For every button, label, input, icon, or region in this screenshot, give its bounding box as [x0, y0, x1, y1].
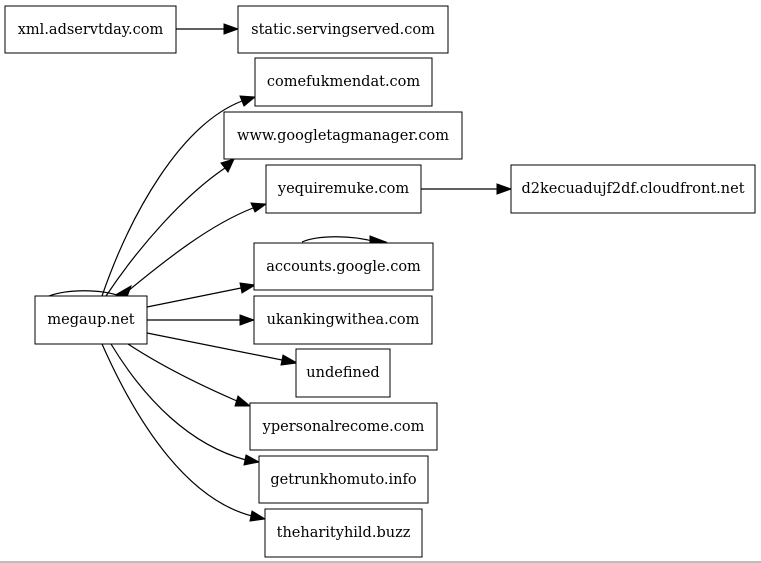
arrowhead-megaup-to-ypersonalrecome	[234, 395, 252, 407]
arrowhead-megaup-to-undefined	[280, 354, 299, 366]
arrowhead-megaup-to-yequiremuke	[250, 202, 268, 213]
node-label-megaup: megaup.net	[47, 312, 134, 328]
node-xml-adservtday: xml.adservtday.com	[4, 5, 177, 54]
arrowhead-megaup-to-ukankingwithea	[239, 314, 256, 326]
node-megaup: megaup.net	[34, 295, 148, 345]
node-getrunkhomuto: getrunkhomuto.info	[258, 455, 429, 504]
node-label-accounts-google: accounts.google.com	[266, 259, 421, 275]
node-cloudfront: d2kecuadujf2df.cloudfront.net	[510, 164, 756, 214]
node-static-servingserved: static.servingserved.com	[237, 5, 449, 54]
node-ukankingwithea: ukankingwithea.com	[253, 295, 433, 345]
node-ypersonalrecome: ypersonalrecome.com	[249, 402, 438, 451]
arrowhead-megaup-to-getrunkhomuto	[243, 454, 261, 466]
edge-accounts-self-loop	[301, 236, 377, 243]
node-undefined: undefined	[295, 348, 391, 398]
arrowhead-yequiremuke-to-cloudfront	[496, 183, 513, 195]
node-label-undefined: undefined	[306, 365, 379, 381]
edges	[48, 23, 513, 522]
node-theharityhild: theharityhild.buzz	[264, 508, 423, 558]
edge-megaup-to-getrunkhomuto	[110, 343, 247, 461]
node-label-comefukmendat: comefukmendat.com	[267, 74, 421, 90]
node-label-ukankingwithea: ukankingwithea.com	[267, 312, 420, 328]
arrowhead-megaup-to-accounts	[239, 282, 257, 294]
node-label-cloudfront: d2kecuadujf2df.cloudfront.net	[521, 181, 744, 197]
arrowhead-megaup-to-googletagmanager	[220, 158, 235, 173]
node-label-yequiremuke: yequiremuke.com	[277, 181, 409, 197]
arrowhead-megaup-to-theharityhild	[249, 510, 267, 522]
node-label-googletagmanager: www.googletagmanager.com	[237, 128, 449, 144]
node-label-static-servingserved: static.servingserved.com	[251, 22, 435, 38]
edge-megaup-to-accounts	[146, 287, 242, 308]
edge-megaup-to-theharityhild	[101, 343, 253, 517]
arrowhead-xml-to-static	[223, 23, 240, 35]
node-yequiremuke: yequiremuke.com	[265, 164, 422, 214]
node-label-xml-adservtday: xml.adservtday.com	[18, 22, 164, 38]
edge-megaup-to-ypersonalrecome	[127, 343, 238, 402]
node-label-ypersonalrecome: ypersonalrecome.com	[262, 419, 425, 435]
edge-megaup-to-googletagmanager	[105, 167, 226, 297]
bottom-divider	[0, 561, 761, 563]
edge-megaup-to-yequiremuke	[121, 207, 254, 297]
node-label-theharityhild: theharityhild.buzz	[277, 525, 411, 541]
node-label-getrunkhomuto: getrunkhomuto.info	[270, 472, 416, 488]
edge-megaup-self-loop	[48, 290, 121, 297]
node-comefukmendat: comefukmendat.com	[254, 57, 433, 107]
arrowhead-megaup-to-comefukmendat	[239, 95, 257, 107]
edge-megaup-to-undefined	[146, 332, 283, 361]
edge-megaup-to-comefukmendat	[101, 100, 243, 297]
node-accounts-google: accounts.google.com	[253, 242, 434, 291]
node-googletagmanager: www.googletagmanager.com	[223, 111, 463, 160]
